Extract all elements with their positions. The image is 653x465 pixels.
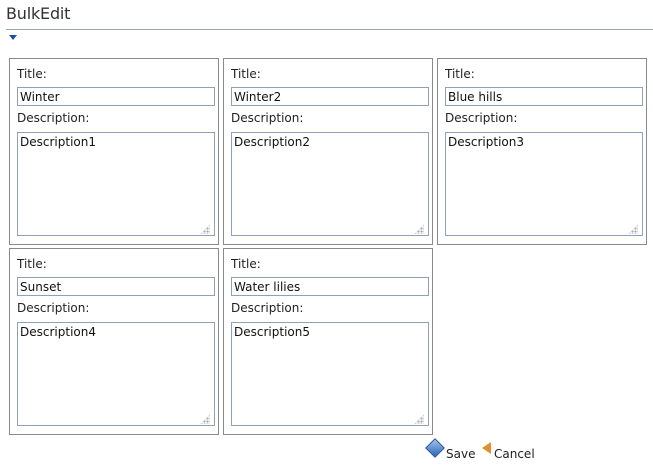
description-label: Description: xyxy=(231,111,304,125)
title-input[interactable] xyxy=(17,277,215,296)
save-button[interactable]: Save xyxy=(425,438,476,461)
description-textarea[interactable]: Description4 xyxy=(17,322,215,426)
cancel-label: Cancel xyxy=(494,447,535,461)
title-label: Title: xyxy=(231,257,261,271)
description-textarea[interactable]: Description1 xyxy=(17,132,215,236)
save-diamond-icon xyxy=(425,438,445,458)
title-label: Title: xyxy=(17,257,47,271)
description-label: Description: xyxy=(231,301,304,315)
description-textarea[interactable]: Description2 xyxy=(231,132,429,236)
cancel-arrow-icon xyxy=(482,442,491,454)
resize-grip-icon[interactable] xyxy=(628,224,638,234)
title-label: Title: xyxy=(231,67,261,81)
resize-grip-icon[interactable] xyxy=(414,414,424,424)
title-label: Title: xyxy=(445,67,475,81)
description-label: Description: xyxy=(17,301,90,315)
save-label: Save xyxy=(446,447,476,461)
edit-card-3: Title: Description: Description3 xyxy=(437,58,647,245)
title-input[interactable] xyxy=(17,87,215,106)
resize-grip-icon[interactable] xyxy=(200,224,210,234)
collapse-toggle-icon[interactable] xyxy=(9,35,17,40)
edit-card-2: Title: Description: Description2 xyxy=(223,58,433,245)
title-divider xyxy=(6,29,653,30)
page-title: BulkEdit xyxy=(6,4,71,23)
resize-grip-icon[interactable] xyxy=(414,224,424,234)
description-label: Description: xyxy=(17,111,90,125)
resize-grip-icon[interactable] xyxy=(200,414,210,424)
edit-card-1: Title: Description: Description1 xyxy=(9,58,219,245)
title-input[interactable] xyxy=(231,277,429,296)
description-label: Description: xyxy=(445,111,518,125)
title-input[interactable] xyxy=(445,87,643,106)
edit-card-5: Title: Description: Description5 xyxy=(223,248,433,435)
description-textarea[interactable]: Description5 xyxy=(231,322,429,426)
edit-card-4: Title: Description: Description4 xyxy=(9,248,219,435)
cancel-button[interactable]: Cancel xyxy=(482,441,535,461)
title-label: Title: xyxy=(17,67,47,81)
title-input[interactable] xyxy=(231,87,429,106)
description-textarea[interactable]: Description3 xyxy=(445,132,643,236)
